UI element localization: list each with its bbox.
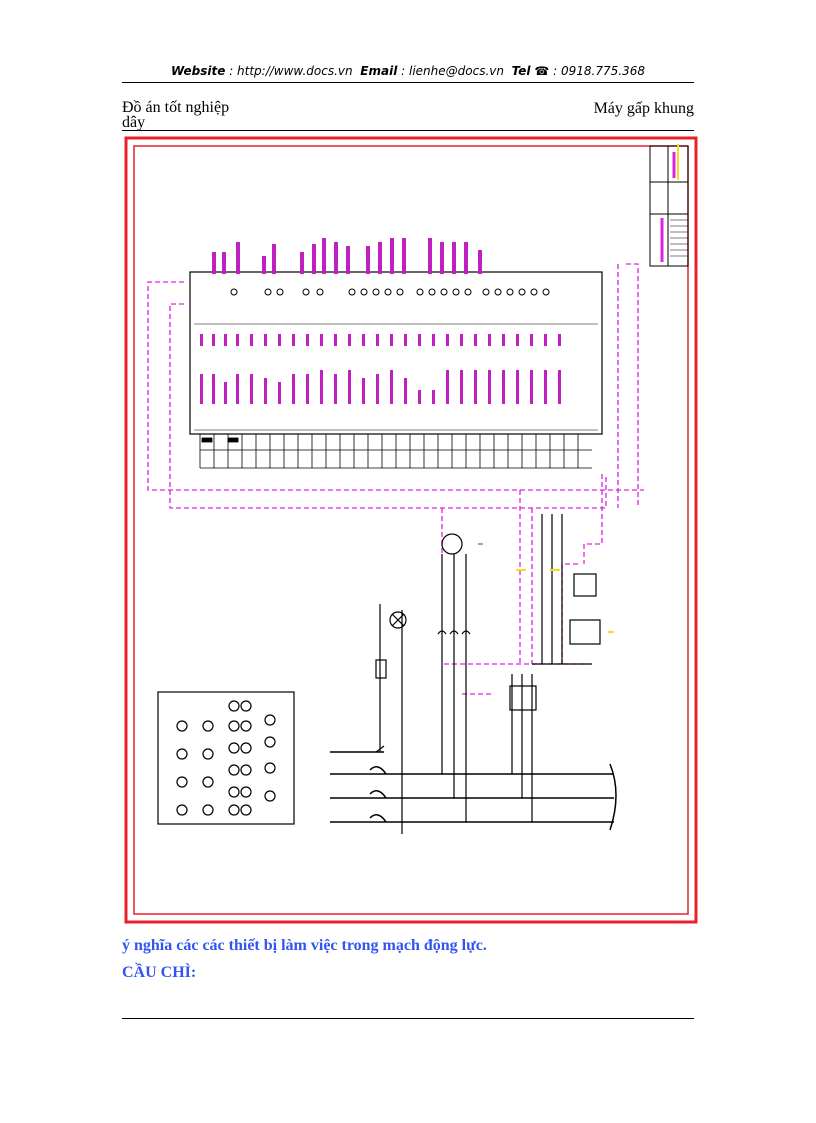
tel-label: Tel: [511, 64, 531, 78]
lamp-fuse-branch: [375, 604, 407, 834]
phone-icon: ☎: [534, 64, 550, 78]
output-labels: [212, 238, 482, 274]
website-label: Website: [171, 64, 226, 78]
title-block: [649, 144, 689, 267]
outer-frame: [124, 136, 698, 924]
input-switch-row: [199, 434, 592, 469]
header-divider: [122, 130, 694, 131]
doc-title-line1: Đồ án tốt nghiệp: [122, 99, 230, 116]
website-value[interactable]: : http://www.docs.vn: [229, 64, 353, 78]
status-markers: [516, 569, 614, 633]
section-caption: ý nghĩa các các thiết bị làm việc trong …: [122, 937, 487, 954]
electrical-schematic: [124, 136, 698, 924]
email-label: Email: [360, 64, 398, 78]
power-bus: [330, 751, 617, 831]
site-header: Website : http://www.docs.vn Email : lie…: [122, 64, 694, 83]
email-value[interactable]: : lienhe@docs.vn: [401, 64, 504, 78]
plc-block: [189, 271, 603, 435]
doc-title-right: Máy gấp khung: [593, 100, 694, 117]
output-terminals: [230, 288, 550, 296]
control-panel: [157, 691, 295, 825]
section-subheading: CẦU CHÌ:: [122, 964, 197, 981]
motor-circuit: [437, 514, 601, 822]
inner-frame: [133, 145, 689, 915]
doc-title-line2: dây: [122, 114, 146, 131]
doc-title-left: Đồ án tốt nghiệp dây: [122, 99, 230, 131]
tel-value: : 0918.775.368: [553, 64, 645, 78]
plc-io-labels: [200, 334, 561, 404]
footer-divider: [122, 1018, 694, 1019]
